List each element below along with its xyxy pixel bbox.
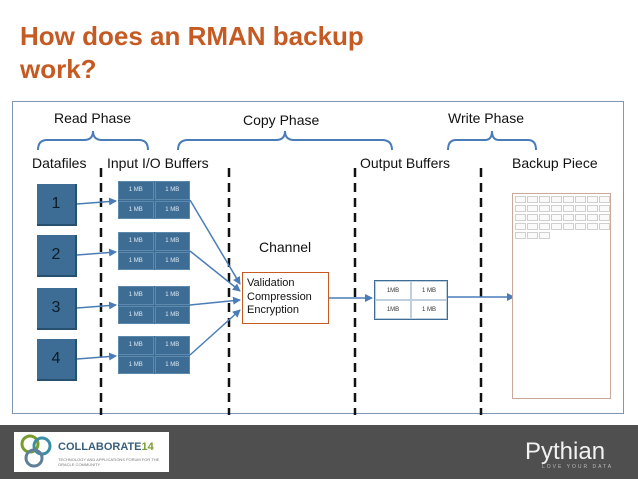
datafile-box: 1: [37, 184, 77, 226]
input-buffer: 1 MB 1 MB 1 MB 1 MB: [118, 286, 190, 324]
buffer-cell: 1 MB: [118, 336, 154, 355]
buffer-cell: 1 MB: [118, 181, 154, 200]
collaborate-tagline: TECHNOLOGY AND APPLICATIONS FORUM FOR TH…: [58, 457, 160, 467]
buffer-cell: 1MB: [375, 300, 411, 319]
datafile-box: 2: [37, 235, 77, 277]
buffer-cell: 1 MB: [118, 355, 154, 374]
copy-arrow: [189, 250, 241, 292]
buffer-cell: 1 MB: [411, 300, 447, 319]
buffer-cell: 1MB: [375, 281, 411, 300]
input-buffer: 1 MB 1 MB 1 MB 1 MB: [118, 181, 190, 219]
buffer-cell: 1 MB: [154, 200, 190, 219]
read-arrow: [76, 248, 117, 257]
read-arrow: [76, 301, 117, 310]
channel-step: Compression: [247, 290, 312, 303]
input-buffers-label: Input I/O Buffers: [107, 155, 209, 171]
collaborate-logo: COLLABORATE14 TECHNOLOGY AND APPLICATION…: [14, 432, 169, 472]
output-buffers-label: Output Buffers: [360, 155, 451, 171]
buffer-cell: 1 MB: [154, 305, 190, 324]
buffer-cell: 1 MB: [118, 200, 154, 219]
write-phase-brace: [447, 130, 537, 151]
copy-arrow: [189, 309, 241, 356]
read-arrow: [76, 352, 117, 361]
buffer-cell: 1 MB: [118, 251, 154, 270]
backup-piece-blocks: [513, 194, 612, 244]
buffer-cell: 1 MB: [154, 181, 190, 200]
buffer-cell: 1 MB: [118, 232, 154, 251]
collaborate-wordmark: COLLABORATE14: [58, 441, 154, 453]
read-phase-label: Read Phase: [54, 110, 132, 126]
output-buffer: 1MB 1 MB 1MB 1 MB: [374, 280, 448, 320]
copy-arrow: [189, 296, 241, 306]
copy-phase-label: Copy Phase: [243, 112, 320, 128]
buffer-cell: 1 MB: [154, 232, 190, 251]
datafile-box: 4: [37, 339, 77, 381]
pythian-tagline: LOVE YOUR DATA: [542, 464, 614, 470]
channel-step: Validation: [247, 277, 295, 289]
buffer-cell: 1 MB: [118, 305, 154, 324]
channel-step: Encryption: [247, 304, 299, 316]
datafile-box: 3: [37, 288, 77, 330]
channel-label: Channel: [259, 239, 312, 255]
copy-phase-brace: [177, 130, 393, 151]
backup-piece-file: [512, 193, 611, 399]
datafiles-label: Datafiles: [32, 155, 87, 171]
write-phase-label: Write Phase: [448, 110, 524, 126]
input-buffer: 1 MB 1 MB 1 MB 1 MB: [118, 232, 190, 270]
input-buffer: 1 MB 1 MB 1 MB 1 MB: [118, 336, 190, 374]
buffer-cell: 1 MB: [411, 281, 447, 300]
channel-process-box: Validation Compression Encryption: [242, 272, 329, 324]
diagram-frame: [12, 101, 624, 414]
read-arrow: [76, 197, 117, 206]
backup-piece-label: Backup Piece: [512, 155, 598, 171]
buffer-cell: 1 MB: [118, 286, 154, 305]
buffer-cell: 1 MB: [154, 336, 190, 355]
buffer-cell: 1 MB: [154, 286, 190, 305]
read-phase-brace: [37, 130, 149, 151]
buffer-cell: 1 MB: [154, 251, 190, 270]
page-title: How does an RMAN backup work?: [20, 21, 364, 84]
buffer-cell: 1 MB: [154, 355, 190, 374]
pythian-logo: Pythian: [525, 438, 606, 465]
collaborate-emblem-icon: [20, 434, 52, 468]
copy-arrow: [189, 199, 241, 285]
